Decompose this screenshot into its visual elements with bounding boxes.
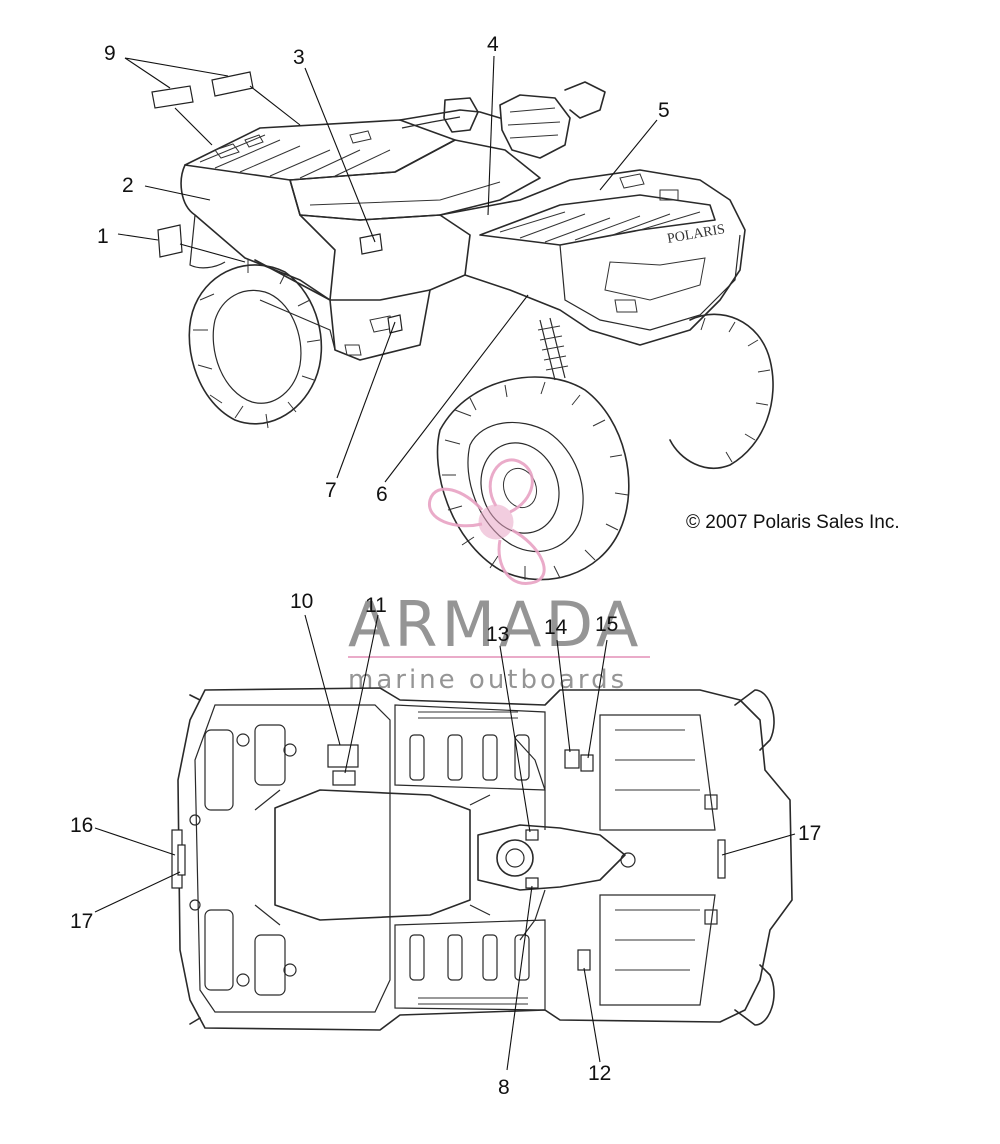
atv-body: POLARIS	[180, 81, 746, 381]
callout-17-right: 17	[798, 822, 821, 845]
decal-12	[577, 949, 591, 971]
atv-plan-view: 10 11 13 14 15 16 17 17 8 12	[70, 590, 821, 1099]
bottom-callouts: 10 11 13 14 15 16 17 17 8 12	[70, 590, 821, 1099]
callout-14: 14	[544, 616, 568, 639]
decal-9-left	[151, 85, 194, 109]
seat	[274, 789, 471, 921]
copyright-text: © 2007 Polaris Sales Inc.	[686, 512, 900, 533]
atv-isometric-view: POLARIS 9	[97, 33, 774, 581]
decal-1	[157, 224, 183, 258]
decal-11	[332, 770, 356, 786]
decal-17-front	[717, 839, 726, 879]
callout-17-left: 17	[70, 910, 93, 933]
front-rack	[599, 714, 718, 1006]
callout-10: 10	[290, 590, 313, 613]
callout-4: 4	[487, 33, 499, 56]
decal-9-right	[211, 71, 254, 97]
plan-decals	[171, 744, 726, 971]
armada-watermark: ARMADA marine outboards	[348, 458, 650, 695]
decal-7	[387, 314, 403, 334]
decal-13	[525, 829, 539, 841]
callout-8: 8	[498, 1076, 510, 1099]
rear-right-wheel	[669, 313, 774, 469]
top-leader-lines	[117, 55, 658, 483]
decal-3	[359, 233, 383, 255]
propeller-logo	[428, 458, 546, 585]
callout-11: 11	[365, 594, 387, 617]
top-callouts: 9 3 4 5 2 1 7 6	[97, 33, 670, 506]
decal-17-rear	[177, 844, 186, 876]
callout-5: 5	[658, 99, 670, 122]
atv-decals	[151, 71, 403, 334]
callout-6: 6	[376, 483, 388, 506]
callout-2: 2	[122, 174, 134, 197]
callout-15: 15	[595, 613, 618, 636]
rear-left-wheel	[188, 260, 323, 429]
decal-15	[580, 754, 594, 772]
callout-7: 7	[325, 479, 337, 502]
callout-12: 12	[588, 1062, 611, 1085]
callout-13: 13	[486, 623, 509, 646]
decal-14	[564, 749, 580, 769]
rear-rack	[189, 724, 297, 996]
callout-3: 3	[293, 46, 305, 69]
callout-16: 16	[70, 814, 93, 837]
bottom-leader-lines	[94, 614, 796, 1071]
watermark-brand: ARMADA	[348, 588, 642, 661]
callout-9: 9	[104, 42, 116, 65]
console	[477, 824, 626, 891]
decal-10	[327, 744, 359, 768]
callout-1: 1	[97, 225, 109, 248]
